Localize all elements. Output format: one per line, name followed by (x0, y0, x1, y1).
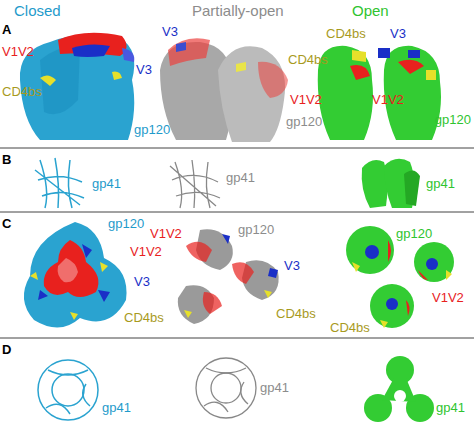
domain-label: gp41 (92, 176, 121, 191)
domain-label: gp120 (286, 114, 322, 129)
region-label: V1V2 (432, 290, 464, 305)
panel-letter: A (2, 22, 11, 37)
open-gp41-surface (362, 159, 420, 208)
domain-label: gp120 (108, 216, 144, 231)
domain-label: gp41 (102, 400, 131, 415)
region-label: V3 (390, 26, 406, 41)
region-label: CD4bs (288, 52, 328, 67)
region-label: V1V2 (372, 92, 404, 107)
panel-letter: C (2, 216, 11, 231)
open-gp41-top (364, 356, 434, 422)
domain-label: gp41 (436, 400, 465, 415)
row-separator (0, 148, 474, 338)
region-label: V1V2 (130, 244, 162, 259)
region-label: V1V2 (290, 92, 322, 107)
state-heading: Closed (14, 3, 61, 18)
region-label: CD4bs (2, 84, 42, 99)
closed-top-view (24, 222, 127, 328)
region-label: V1V2 (150, 226, 182, 241)
region-label: V3 (136, 62, 152, 77)
region-label: V3 (284, 258, 300, 273)
region-label: CD4bs (326, 26, 366, 41)
domain-label: gp41 (426, 176, 455, 191)
domain-label: gp120 (134, 122, 170, 137)
domain-label: gp41 (260, 380, 289, 395)
state-heading: Partially-open (192, 3, 284, 18)
partially-open-top-view (178, 229, 279, 324)
partially-open-side-view (160, 38, 288, 142)
closed-gp41-top (38, 360, 98, 420)
region-label: V1V2 (2, 44, 34, 59)
state-heading: Open (352, 3, 389, 18)
closed-gp41-ribbon (35, 158, 84, 208)
domain-label: gp120 (238, 222, 274, 237)
region-label: V3 (162, 24, 178, 39)
panel-letter: D (2, 342, 11, 357)
region-label: V3 (134, 274, 150, 289)
region-label: CD4bs (124, 310, 164, 325)
domain-label: gp41 (226, 170, 255, 185)
partially-open-gp41-ribbon (170, 160, 220, 208)
domain-label: gp120 (396, 226, 432, 241)
region-label: CD4bs (276, 306, 316, 321)
domain-label: gp120 (435, 112, 471, 127)
panel-letter: B (2, 152, 11, 167)
region-label: CD4bs (330, 320, 370, 335)
open-side-view (318, 46, 441, 140)
partially-open-gp41-top (196, 358, 256, 418)
open-top-view (346, 226, 454, 328)
